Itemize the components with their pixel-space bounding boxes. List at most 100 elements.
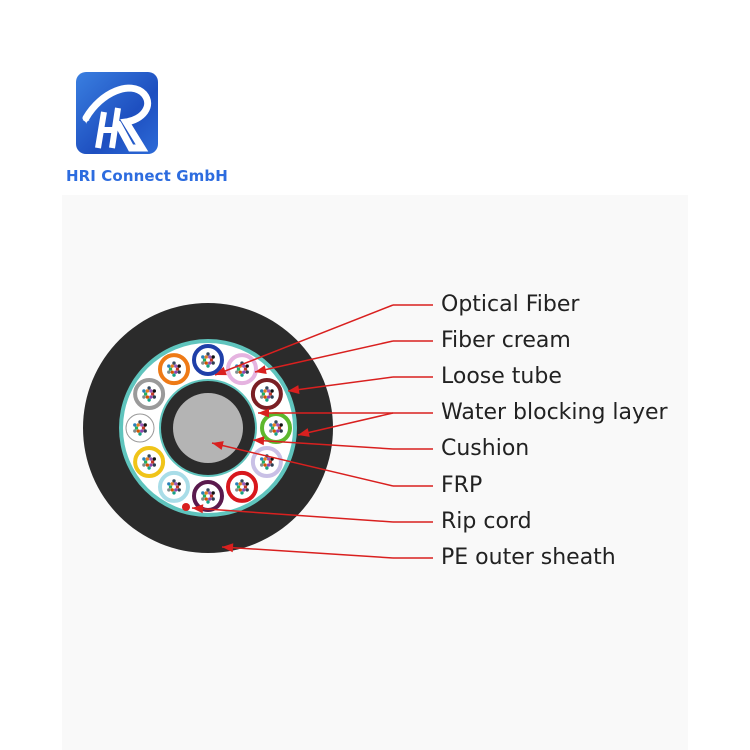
optical-fiber xyxy=(175,485,180,489)
optical-fiber xyxy=(204,491,208,495)
optical-fiber xyxy=(142,457,146,461)
optical-fiber xyxy=(147,454,151,458)
optical-fiber xyxy=(261,392,266,396)
optical-fiber xyxy=(242,364,246,368)
optical-fiber xyxy=(177,482,181,486)
optical-fiber xyxy=(263,395,267,399)
optical-fiber xyxy=(242,482,246,486)
optical-fiber xyxy=(142,463,146,467)
loose-tube xyxy=(192,480,224,512)
optical-fiber xyxy=(263,463,267,467)
optical-fiber xyxy=(259,457,264,461)
optical-fiber xyxy=(150,460,155,464)
optical-fiber xyxy=(242,488,246,492)
optical-fiber xyxy=(172,479,176,483)
optical-fiber xyxy=(167,482,171,486)
optical-fiber xyxy=(240,373,244,377)
optical-fiber xyxy=(266,457,271,461)
optical-fiber xyxy=(272,429,276,433)
frp-core xyxy=(173,393,243,463)
optical-fiber xyxy=(242,370,246,374)
optical-fiber xyxy=(211,355,215,359)
optical-fiber xyxy=(266,389,271,393)
optical-fiber xyxy=(142,395,146,399)
optical-fiber xyxy=(240,479,244,483)
optical-fiber xyxy=(133,429,137,433)
optical-fiber xyxy=(145,395,150,399)
optical-fiber xyxy=(279,423,283,427)
optical-fiber xyxy=(202,358,207,362)
arrow-line xyxy=(252,439,394,450)
arrow-line xyxy=(287,376,394,392)
optical-fiber xyxy=(172,361,176,365)
optical-fiber xyxy=(238,370,242,374)
optical-fiber xyxy=(204,497,208,501)
optical-fiber xyxy=(245,488,249,492)
optical-fiber xyxy=(147,466,151,470)
optical-fiber xyxy=(201,361,205,365)
arrow-line xyxy=(211,442,394,487)
optical-fiber xyxy=(145,463,150,467)
arrowhead-icon xyxy=(212,441,224,450)
optical-fiber xyxy=(175,367,180,371)
optical-fiber xyxy=(274,432,278,436)
optical-fiber xyxy=(136,429,140,433)
optical-fiber xyxy=(209,494,214,498)
optical-fiber xyxy=(259,395,264,399)
loose-tube xyxy=(192,344,224,376)
optical-fiber xyxy=(235,370,239,374)
label-arrows xyxy=(191,304,433,559)
arrowhead-icon xyxy=(192,504,204,514)
company-name: HRI Connect GmbH xyxy=(66,167,228,185)
optical-fiber xyxy=(149,457,153,461)
label-fiber-cream: Fiber cream xyxy=(441,328,571,353)
optical-fiber xyxy=(147,386,151,390)
arrowhead-icon xyxy=(253,436,265,446)
label-water-blocking-layer: Water blocking layer xyxy=(441,400,668,425)
loose-tube xyxy=(125,413,155,443)
optical-fiber xyxy=(238,482,242,486)
optical-fiber xyxy=(263,389,267,393)
optical-fiber xyxy=(168,367,173,371)
optical-fiber xyxy=(265,398,269,402)
optical-fiber xyxy=(268,392,273,396)
logo-hr-icon: ✦ xyxy=(82,84,152,152)
rip-cord xyxy=(182,503,190,511)
optical-fiber xyxy=(211,491,215,495)
arrowhead-icon xyxy=(288,385,300,395)
optical-fiber xyxy=(140,423,144,427)
optical-fiber xyxy=(143,392,148,396)
optical-fiber xyxy=(167,364,171,368)
optical-fiber xyxy=(202,494,207,498)
optical-fiber xyxy=(265,386,269,390)
optical-fiber xyxy=(270,463,274,467)
optical-fiber xyxy=(235,482,239,486)
loose-tube xyxy=(133,378,166,410)
optical-fiber xyxy=(245,482,249,486)
optical-fiber xyxy=(177,370,181,374)
optical-fiber xyxy=(265,466,269,470)
optical-fiber xyxy=(204,361,208,365)
optical-fiber xyxy=(138,420,142,424)
arrowhead-icon xyxy=(298,428,310,437)
optical-fiber xyxy=(268,460,273,464)
optical-fiber xyxy=(243,367,248,371)
loose-tube xyxy=(250,446,283,478)
optical-fiber xyxy=(149,395,153,399)
optical-fiber xyxy=(174,370,178,374)
optical-fiber xyxy=(243,485,248,489)
arrow-line xyxy=(297,412,394,436)
arrow-line xyxy=(191,507,394,523)
optical-fiber xyxy=(201,491,205,495)
optical-fiber xyxy=(211,497,215,501)
optical-fiber xyxy=(261,460,266,464)
optical-fiber xyxy=(263,457,267,461)
arrowhead-icon xyxy=(258,408,269,418)
loose-tube xyxy=(226,353,258,386)
loose-tube xyxy=(260,412,292,444)
company-logo: ✦ xyxy=(76,72,158,154)
optical-fiber xyxy=(266,395,271,399)
label-cushion: Cushion xyxy=(441,436,530,461)
optical-fiber xyxy=(152,457,157,461)
optical-fiber xyxy=(270,395,274,399)
